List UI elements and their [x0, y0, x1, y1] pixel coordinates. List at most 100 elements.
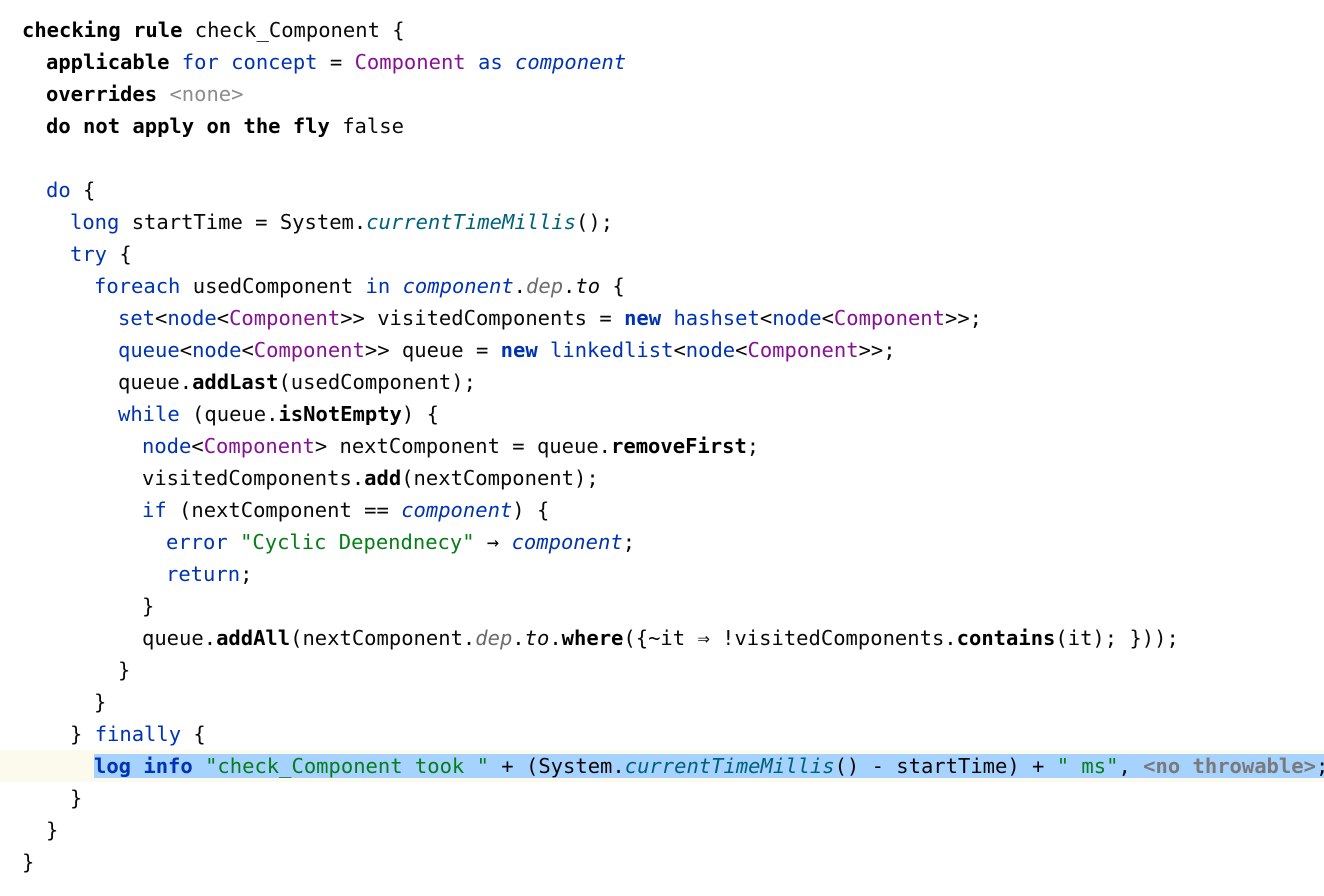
- code-token: applicable: [46, 50, 170, 74]
- code-token: <: [821, 306, 834, 330]
- code-line[interactable]: applicable for concept = Component as co…: [0, 46, 1324, 78]
- code-token: + (System.: [488, 754, 625, 778]
- code-token: ;: [1316, 754, 1324, 778]
- code-token: }: [118, 658, 131, 682]
- code-token: <no throwable>: [1143, 754, 1316, 778]
- code-token: > nextComponent = queue.: [314, 434, 612, 458]
- code-editor[interactable]: checking rule check_Component {applicabl…: [0, 14, 1324, 878]
- code-line[interactable]: do not apply on the fly false: [0, 110, 1324, 142]
- line-content: foreach usedComponent in component.dep.t…: [94, 274, 625, 298]
- code-token: () - startTime) +: [834, 754, 1057, 778]
- code-line[interactable]: }: [0, 846, 1324, 878]
- code-line[interactable]: queue.addAll(nextComponent.dep.to.where(…: [0, 622, 1324, 654]
- code-token: <none>: [169, 82, 244, 106]
- code-token: →: [474, 530, 512, 554]
- code-token: (it); }));: [1055, 626, 1179, 650]
- code-token: Component: [203, 434, 315, 458]
- code-token: false: [329, 114, 404, 138]
- code-line[interactable]: }: [0, 590, 1324, 622]
- code-token: "check_Component took ": [205, 754, 489, 778]
- line-content: do {: [46, 178, 95, 202]
- code-token: >> visitedComponents =: [340, 306, 625, 330]
- line-content: while (queue.isNotEmpty) {: [118, 402, 439, 426]
- code-token: .: [513, 274, 527, 298]
- line-content: long startTime = System.currentTimeMilli…: [70, 210, 613, 234]
- code-token: in: [365, 274, 391, 298]
- code-token: }: [22, 850, 35, 874]
- code-line[interactable]: node<Component> nextComponent = queue.re…: [0, 430, 1324, 462]
- code-line[interactable]: set<node<Component>> visitedComponents =…: [0, 302, 1324, 334]
- code-token: isNotEmpty: [278, 402, 402, 426]
- code-line[interactable]: queue<node<Component>> queue = new linke…: [0, 334, 1324, 366]
- code-token: try: [70, 242, 108, 266]
- code-token: <: [179, 338, 193, 362]
- code-line[interactable]: while (queue.isNotEmpty) {: [0, 398, 1324, 430]
- code-line[interactable]: [0, 142, 1324, 174]
- code-line[interactable]: }: [0, 814, 1324, 846]
- code-token: <: [735, 338, 748, 362]
- code-token: addAll: [216, 626, 291, 650]
- code-line[interactable]: return;: [0, 558, 1324, 590]
- code-line[interactable]: }: [0, 654, 1324, 686]
- code-line[interactable]: }: [0, 686, 1324, 718]
- code-line[interactable]: queue.addLast(usedComponent);: [0, 366, 1324, 398]
- code-token: do: [46, 178, 71, 202]
- code-line[interactable]: error "Cyclic Dependnecy" → component;: [0, 526, 1324, 558]
- line-content: }: [46, 818, 58, 842]
- code-line[interactable]: foreach usedComponent in component.dep.t…: [0, 270, 1324, 302]
- code-token: add: [364, 466, 402, 490]
- code-token: }: [70, 722, 95, 746]
- code-token: (queue.: [179, 402, 279, 426]
- code-line[interactable]: try {: [0, 238, 1324, 270]
- code-token: [661, 306, 673, 330]
- code-line[interactable]: }: [0, 782, 1324, 814]
- code-token: to: [575, 274, 601, 298]
- code-token: ;: [622, 530, 636, 554]
- line-content: do not apply on the fly false: [46, 114, 404, 138]
- code-line[interactable]: } finally {: [0, 718, 1324, 750]
- code-line[interactable]: log info "check_Component took " + (Syst…: [0, 750, 1324, 782]
- code-token: dep: [526, 274, 564, 298]
- code-token: >> queue =: [364, 338, 501, 362]
- code-token: "Cyclic Dependnecy": [240, 530, 475, 554]
- line-content: node<Component> nextComponent = queue.re…: [142, 434, 759, 458]
- code-token: <: [759, 306, 773, 330]
- code-token: }: [70, 786, 83, 810]
- code-token: new: [500, 338, 538, 362]
- line-content: }: [118, 658, 130, 682]
- code-line[interactable]: do {: [0, 174, 1324, 206]
- code-token: linkedlist: [550, 338, 674, 362]
- line-content: }: [70, 786, 82, 810]
- code-line[interactable]: long startTime = System.currentTimeMilli…: [0, 206, 1324, 238]
- code-token: foreach: [94, 274, 181, 298]
- selected-statement[interactable]: log info "check_Component took " + (Syst…: [94, 754, 1324, 778]
- code-token: where: [561, 626, 624, 650]
- code-token: (nextComponent);: [401, 466, 599, 490]
- code-token: node: [772, 306, 822, 330]
- code-token: }: [142, 594, 155, 618]
- code-token: hashset: [673, 306, 760, 330]
- code-token: do not apply on the fly: [46, 114, 330, 138]
- code-token: <: [216, 306, 230, 330]
- code-token: Component: [253, 338, 365, 362]
- line-content: }: [22, 850, 34, 874]
- code-token: [131, 754, 143, 778]
- line-content: error "Cyclic Dependnecy" → component;: [166, 530, 635, 554]
- code-token: visitedComponents.: [142, 466, 365, 490]
- code-token: {: [600, 274, 625, 298]
- code-token: {: [107, 242, 132, 266]
- code-token: node: [192, 338, 242, 362]
- code-token: node: [142, 434, 192, 458]
- code-line[interactable]: if (nextComponent == component) {: [0, 494, 1324, 526]
- code-token: ;: [240, 562, 253, 586]
- code-token: [193, 754, 205, 778]
- code-token: startTime = System.: [119, 210, 367, 234]
- code-token: >>;: [945, 306, 983, 330]
- code-token: <: [191, 434, 204, 458]
- code-line[interactable]: visitedComponents.add(nextComponent);: [0, 462, 1324, 494]
- code-line[interactable]: checking rule check_Component {: [0, 14, 1324, 46]
- code-token: <: [155, 306, 168, 330]
- code-token: contains: [956, 626, 1056, 650]
- code-token: new: [624, 306, 662, 330]
- code-line[interactable]: overrides <none>: [0, 78, 1324, 110]
